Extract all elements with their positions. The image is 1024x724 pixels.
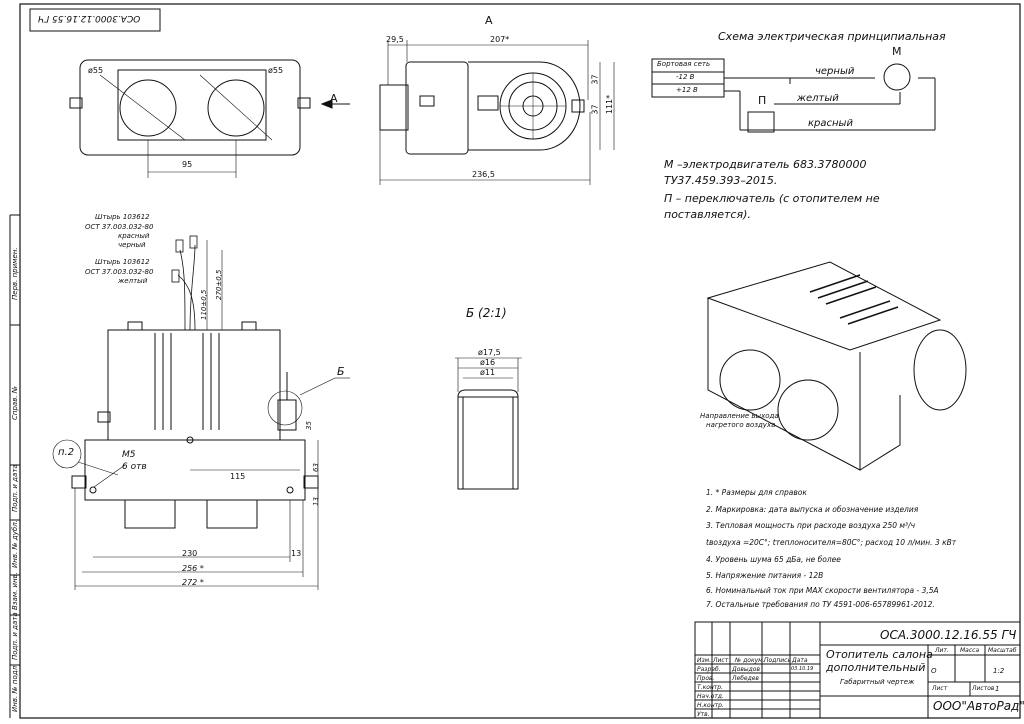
tb-hdr-data: Дата [792, 657, 808, 664]
dim-111: 111* [605, 94, 615, 115]
wire-yellow-color: желтый [118, 277, 148, 285]
dim-13a: 13 [312, 497, 320, 506]
tb-scale-value: 1:2 [993, 667, 1005, 675]
dim-d55-right: ø55 [268, 66, 284, 75]
wire-red-color: красный [118, 232, 150, 240]
dim-35: 35 [305, 421, 313, 430]
tb-hdr-izm: Изм. [697, 657, 712, 664]
note-3b: tвоздуха =20С°; tтеплоносителя=80С°; рас… [706, 538, 957, 547]
net-label: Бортовая сеть [657, 60, 711, 68]
arrow-a-label: A [330, 92, 338, 105]
note-4: 4. Уровень шума 65 дБа, не более [706, 555, 841, 564]
tb-lit-value: О [931, 667, 937, 675]
dim-272: 272 * [182, 578, 204, 587]
stamp-inv-podl: Инв. № подл. [11, 663, 19, 712]
tb-listov-value: 1 [995, 685, 1000, 693]
dim-d55-left: ø55 [88, 66, 104, 75]
dim-230: 230 [182, 549, 198, 558]
detail-b-title: Б (2:1) [466, 306, 507, 320]
wire-yellow-ost: ОСТ 37.003.032-80 [85, 268, 154, 276]
tb-row-tkontr: Т.контр. [697, 684, 724, 691]
callout-p2: п.2 [58, 447, 75, 458]
dim-d11: ø11 [480, 368, 496, 377]
note-2: 2. Маркировка: дата выпуска и обозначени… [706, 505, 919, 514]
tb-prov-name: Лебедев [732, 675, 759, 682]
tb-name-1: Отопитель салона [826, 648, 933, 661]
legend-line-3: П – переключатель (с отопителем не [664, 192, 880, 205]
tb-hdr-podp: Подпись [764, 657, 791, 664]
dim-256: 256 * [182, 564, 204, 573]
dim-236-5: 236,5 [472, 170, 495, 179]
bolt-label-2: 6 отв [122, 462, 147, 472]
wire-red-label: красный [808, 118, 853, 129]
tb-date: 03.10.19 [791, 666, 814, 672]
note-3: 3. Тепловая мощность при расходе воздуха… [706, 521, 916, 530]
dim-d16: ø16 [480, 358, 496, 367]
legend-line-2: ТУ37.459.393–2015. [664, 174, 778, 187]
tb-list: Лист [932, 685, 948, 692]
wire-yellow-pin: Штырь 103612 [95, 258, 150, 266]
dim-29-5: 29,5 [386, 35, 404, 44]
tb-hdr-list: Лист [713, 657, 729, 664]
dim-207: 207* [490, 35, 510, 44]
tb-org: ООО"АвтоРад" [933, 699, 1024, 713]
note-1: 1. * Размеры для справок [706, 488, 807, 497]
rotated-doc-code: ОСА.3000.12.16.55 ГЧ [38, 13, 141, 23]
tb-doc-type: Габаритный чертеж [840, 678, 915, 686]
dim-95: 95 [182, 160, 193, 169]
wire-red-pin: Штырь 103612 [95, 213, 150, 221]
tb-row-nkontr: Н.контр. [697, 702, 724, 709]
stamp-inv-dubl: Инв. № дубл. [11, 520, 19, 568]
stamp-sprav: Справ. № [11, 385, 19, 420]
dim-63: 63 [312, 463, 320, 472]
detail-b-callout: Б [337, 365, 345, 378]
motor-label: М [892, 45, 902, 58]
wire-red-ost: ОСТ 37.003.032-80 [85, 223, 154, 231]
stamp-perv-primen: Перв. примен. [11, 247, 19, 300]
tb-row-razrab: Разраб. [697, 666, 721, 673]
net-plus: +12 В [676, 86, 698, 94]
net-minus: -12 В [676, 73, 695, 81]
legend-line-4: поставляется). [664, 208, 751, 221]
stamp-vzam: Взам. инв. [11, 571, 19, 610]
note-5: 5. Напряжение питания - 12В [706, 571, 824, 580]
dim-37a: 37 [590, 74, 600, 85]
stamp-podp-2: Подп. и дата [11, 612, 19, 660]
airflow-label-2: нагретого воздуха [706, 421, 776, 429]
tb-massa: Масса [960, 647, 980, 654]
dim-13b: 13 [291, 549, 302, 558]
note-7: 7. Остальные требования по ТУ 4591-006-6… [706, 600, 935, 609]
wire-black-label: черный [815, 66, 855, 77]
tb-listov: Листов [972, 685, 995, 692]
dim-115: 115 [230, 472, 246, 481]
legend-line-1: М –электродвигатель 683.3780000 [664, 158, 867, 171]
view-a-label: А [485, 14, 493, 27]
tb-row-utv: Утв. [697, 711, 710, 718]
switch-label: П [758, 94, 767, 107]
bolt-label-1: М5 [122, 450, 136, 460]
tb-row-nach: Нач.отд. [697, 693, 724, 700]
tb-masshtab: Масштаб [988, 647, 1017, 654]
tb-lit: Лит. [935, 647, 949, 654]
wire-yellow-label: желтый [797, 93, 839, 104]
dim-d17-5: ø17,5 [478, 348, 501, 357]
note-6: 6. Номинальный ток при MAX скорости вент… [706, 586, 939, 595]
tb-code: ОСА.3000.12.16.55 ГЧ [880, 628, 1017, 642]
tb-name-2: дополнительный [826, 661, 926, 674]
tb-razrab-name: Довыдов [732, 666, 760, 673]
dim-110: 110±0,5 [200, 289, 208, 320]
airflow-label-1: Направление выхода [700, 412, 779, 420]
tb-hdr-ndoc: № докум. [735, 657, 765, 664]
dim-37b: 37 [590, 104, 600, 115]
schematic-title: Схема электрическая принципиальная [718, 30, 946, 43]
stamp-podp-1: Подп. и дата [11, 464, 19, 512]
wire-black-color: черный [118, 241, 146, 249]
dim-270: 270±0,5 [215, 269, 223, 300]
tb-row-prov: Пров. [697, 675, 715, 682]
